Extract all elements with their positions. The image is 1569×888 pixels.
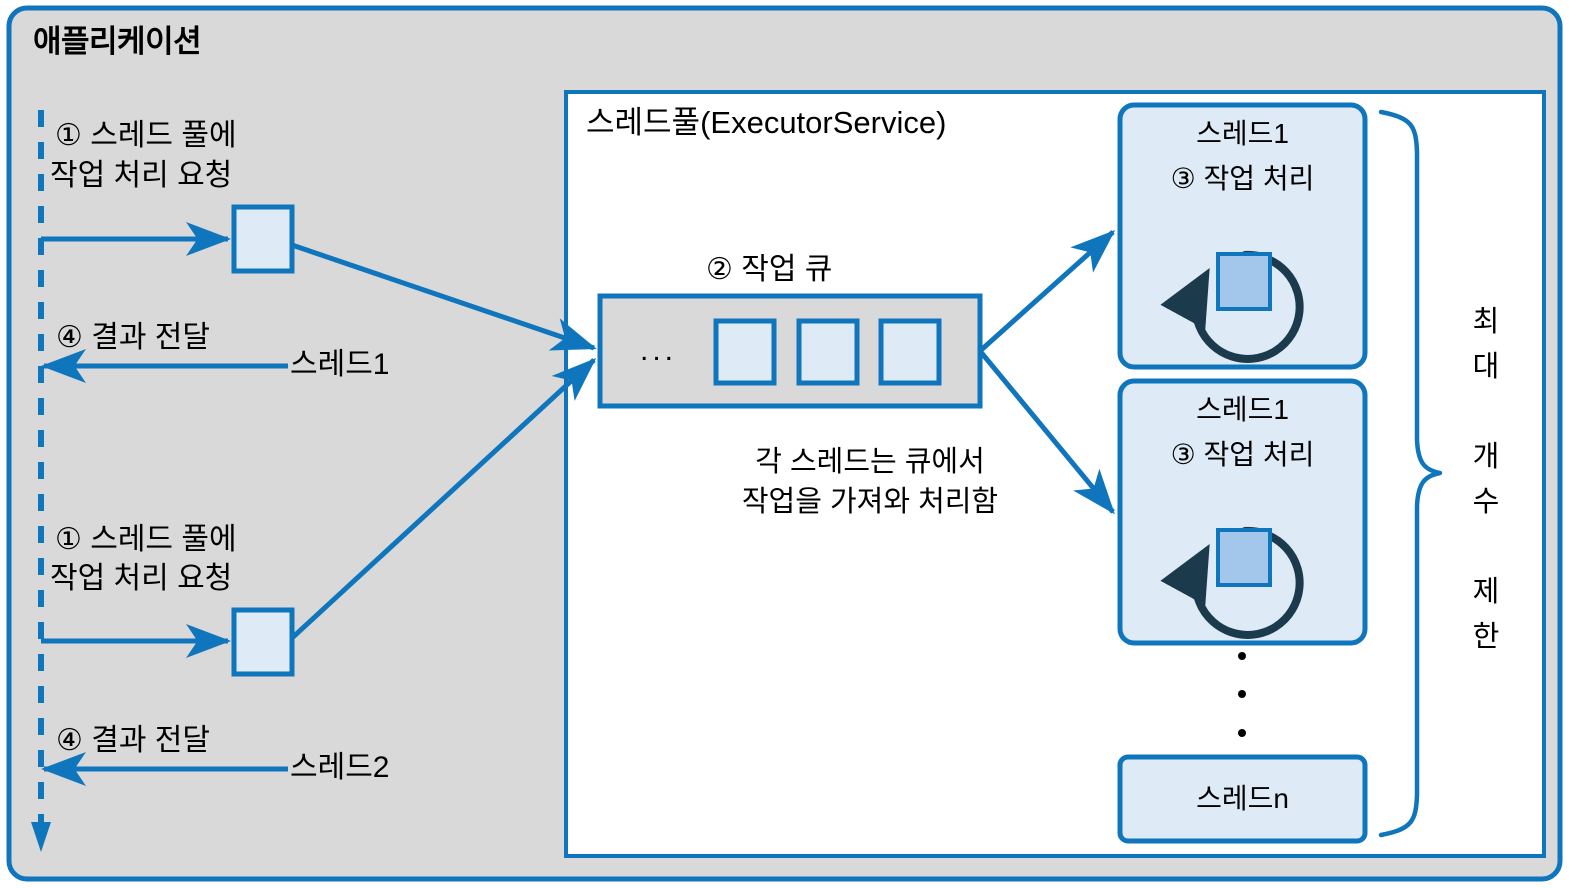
pool-note-line1: 각 스레드는 큐에서 <box>755 446 985 478</box>
result-thread-name-2: 스레드2 <box>290 751 390 784</box>
request-label-2-line2: 작업 처리 요청 <box>50 562 233 595</box>
loop-arc-icon-1 <box>1160 250 1304 363</box>
max-count-limit-label: 최 대 개 수 제 한 <box>1472 306 1500 653</box>
lifeline-arrowhead <box>31 822 51 852</box>
queue-to-thread-1-arrow <box>978 229 1116 353</box>
loop-inner-square-2 <box>1216 528 1272 587</box>
thread-2-name: 스레드1 <box>1196 394 1289 425</box>
queue-task-2 <box>796 318 860 386</box>
vertical-dot-1 <box>1238 652 1246 660</box>
result-label-2: ④ 결과 전달 <box>56 724 210 757</box>
queue-task-1 <box>713 318 777 386</box>
task-queue-title: ② 작업 큐 <box>706 253 833 286</box>
thread-2-action: ③ 작업 처리 <box>1170 439 1315 470</box>
max-count-brace <box>1378 109 1443 838</box>
result-thread-name-1: 스레드1 <box>290 348 390 381</box>
vertical-dot-2 <box>1238 690 1246 698</box>
queue-ellipsis: ... <box>640 334 678 367</box>
thread-pool-title: 스레드풀(ExecutorService) <box>586 105 947 140</box>
request-label-1-line1: ① 스레드 풀에 <box>55 119 237 152</box>
request-label-1-line2: 작업 처리 요청 <box>50 159 233 192</box>
connector-task2-to-queue <box>290 357 597 640</box>
thread-1-name: 스레드1 <box>1196 118 1289 149</box>
pool-note-line2: 작업을 가져와 처리함 <box>741 486 999 518</box>
thread-n-name: 스레드n <box>1196 783 1289 814</box>
task-square-request-1 <box>231 204 295 274</box>
task-square-request-2 <box>231 607 295 677</box>
loop-inner-square-1 <box>1216 252 1272 311</box>
queue-task-3 <box>878 318 942 386</box>
thread-1-action: ③ 작업 처리 <box>1170 163 1315 194</box>
vertical-dot-3 <box>1238 729 1246 737</box>
result-label-1: ④ 결과 전달 <box>56 321 210 354</box>
connector-task1-to-queue <box>291 242 597 351</box>
loop-arc-icon-2 <box>1160 526 1304 639</box>
application-title: 애플리케이션 <box>33 24 202 59</box>
request-label-2-line1: ① 스레드 풀에 <box>55 523 237 556</box>
